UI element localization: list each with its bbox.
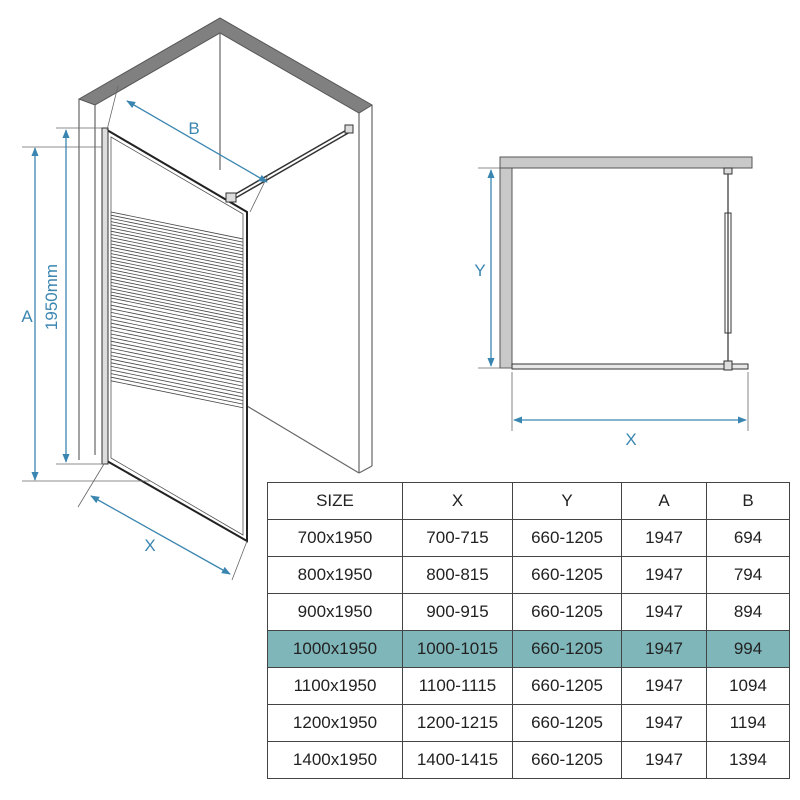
table-cell: 1200-1215	[402, 704, 513, 742]
dimension-x-plan-label: X	[625, 430, 636, 449]
frosted-stripes	[110, 211, 244, 409]
table-cell: 794	[706, 556, 790, 594]
table-cell: 1194	[706, 704, 790, 742]
table-cell: 1100-1115	[402, 667, 513, 705]
table-cell: 894	[706, 593, 790, 631]
table-cell: 1947	[621, 741, 707, 779]
table-cell: 800x1950	[267, 556, 403, 594]
plan-back-wall	[499, 156, 753, 169]
table-cell: 660-1205	[512, 593, 622, 631]
table-cell: 900-915	[402, 593, 513, 631]
table-cell: 1947	[621, 667, 707, 705]
table-cell: 660-1205	[512, 704, 622, 742]
table-cell: 1200x1950	[267, 704, 403, 742]
table-cell: 1400x1950	[267, 741, 403, 779]
table-cell: 700-715	[402, 519, 513, 557]
header-b: B	[706, 482, 790, 520]
table-cell: 1947	[621, 704, 707, 742]
table-cell: 1000-1015	[402, 630, 513, 668]
table-cell: 694	[706, 519, 790, 557]
dimension-y-label: Y	[474, 261, 485, 280]
height-label: 1950mm	[42, 264, 61, 330]
table-cell: 1947	[621, 519, 707, 557]
table-cell: 660-1205	[512, 556, 622, 594]
dimension-b: B	[106, 85, 269, 213]
dimension-b-label: B	[188, 119, 199, 138]
plan-view: Y X	[474, 156, 753, 449]
plan-glass	[511, 363, 749, 370]
table-cell: 700x1950	[267, 519, 403, 557]
table-cell: 1000x1950	[267, 630, 403, 668]
header-y: Y	[512, 482, 622, 520]
table-cell: 660-1205	[512, 630, 622, 668]
table-cell: 1394	[706, 741, 790, 779]
header-a: A	[621, 482, 707, 520]
table-cell: 660-1205	[512, 519, 622, 557]
table-cell: 900x1950	[267, 593, 403, 631]
table-cell: 660-1205	[512, 741, 622, 779]
table-cell: 1400-1415	[402, 741, 513, 779]
dimension-x-label: X	[144, 536, 155, 555]
wall-top-band	[77, 17, 373, 114]
table-cell: 1947	[621, 630, 707, 668]
table-header-row: SIZE X Y A B	[267, 482, 790, 520]
table-cell: 1947	[621, 556, 707, 594]
table-cell: 800-815	[402, 556, 513, 594]
table-cell: 1094	[706, 667, 790, 705]
dimension-heights: A 1950mm	[21, 127, 150, 482]
stabiliser-bar	[225, 124, 354, 203]
header-size: SIZE	[267, 482, 403, 520]
dimension-x-iso: X	[77, 463, 248, 581]
table-cell: 994	[706, 630, 790, 668]
table-cell: 1947	[621, 593, 707, 631]
glass-panel	[101, 127, 248, 543]
plan-side-wall	[499, 167, 513, 369]
header-x: X	[402, 482, 513, 520]
table-cell: 1100x1950	[267, 667, 403, 705]
table-cell: 660-1205	[512, 667, 622, 705]
dimension-a-label: A	[21, 307, 33, 326]
